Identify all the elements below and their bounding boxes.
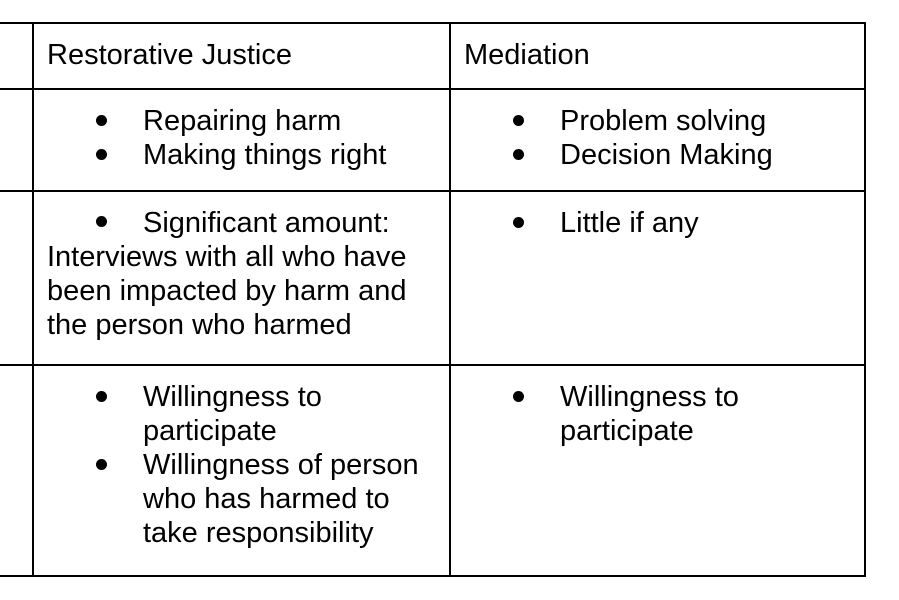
list-item-text: Willingness of person who has harmed to … xyxy=(143,449,419,549)
list-item-text: Willingness to participate xyxy=(143,381,322,447)
list-item: Willingness of person who has harmed to … xyxy=(47,448,436,550)
header-cell-restorative-justice: Restorative Justice xyxy=(32,22,451,90)
list-item: Making things right xyxy=(47,138,436,172)
bullet-icon xyxy=(96,459,107,470)
cell-mediation: Willingness to participate xyxy=(449,364,866,577)
header-cell-empty xyxy=(0,22,34,90)
table-row: Significant amount: Interviews with all … xyxy=(0,190,866,366)
bullet-paragraph: Significant amount: Interviews with all … xyxy=(47,206,436,342)
row-stub-cell xyxy=(0,88,34,192)
cell-mediation: Problem solving Decision Making xyxy=(449,88,866,192)
bullet-lead-text: Significant amount: xyxy=(143,207,390,239)
cell-mediation: Little if any xyxy=(449,190,866,366)
header-cell-mediation: Mediation xyxy=(449,22,866,90)
bullet-icon xyxy=(513,391,524,402)
list-item: Willingness to participate xyxy=(47,380,436,448)
list-item-text: Willingness to participate xyxy=(560,381,739,447)
list-item-text: Problem solving xyxy=(560,105,767,137)
bullet-list: Willingness to participate xyxy=(464,380,851,448)
list-item-text: Repairing harm xyxy=(143,105,342,137)
list-item: Problem solving xyxy=(464,104,851,138)
bullet-icon xyxy=(513,115,524,126)
cell-restorative-justice: Repairing harm Making things right xyxy=(32,88,451,192)
bullet-icon xyxy=(513,149,524,160)
row-stub-cell xyxy=(0,190,34,366)
bullet-list: Willingness to participate Willingness o… xyxy=(47,380,436,550)
list-item-text: Making things right xyxy=(143,139,387,171)
bullet-icon xyxy=(96,391,107,402)
cell-restorative-justice: Willingness to participate Willingness o… xyxy=(32,364,451,577)
list-item: Little if any xyxy=(464,206,851,240)
bullet-list: Problem solving Decision Making xyxy=(464,104,851,172)
bullet-icon xyxy=(513,217,524,228)
cell-restorative-justice: Significant amount: Interviews with all … xyxy=(32,190,451,366)
bullet-icon xyxy=(96,216,107,227)
table-row: Repairing harm Making things right Probl… xyxy=(0,88,866,192)
list-item: Willingness to participate xyxy=(464,380,851,448)
list-item-text: Little if any xyxy=(560,207,699,239)
bullet-icon xyxy=(96,115,107,126)
row-stub-cell xyxy=(0,364,34,577)
list-item-text: Decision Making xyxy=(560,139,773,171)
list-item: Decision Making xyxy=(464,138,851,172)
bullet-list: Repairing harm Making things right xyxy=(47,104,436,172)
bullet-continuation-text: Interviews with all who have been impact… xyxy=(47,241,407,341)
bullet-icon xyxy=(96,149,107,160)
comparison-table: Restorative Justice Mediation Repairing … xyxy=(0,22,866,577)
list-item: Repairing harm xyxy=(47,104,436,138)
header-row: Restorative Justice Mediation xyxy=(0,22,866,90)
bullet-list: Little if any xyxy=(464,206,851,240)
table-row: Willingness to participate Willingness o… xyxy=(0,364,866,577)
